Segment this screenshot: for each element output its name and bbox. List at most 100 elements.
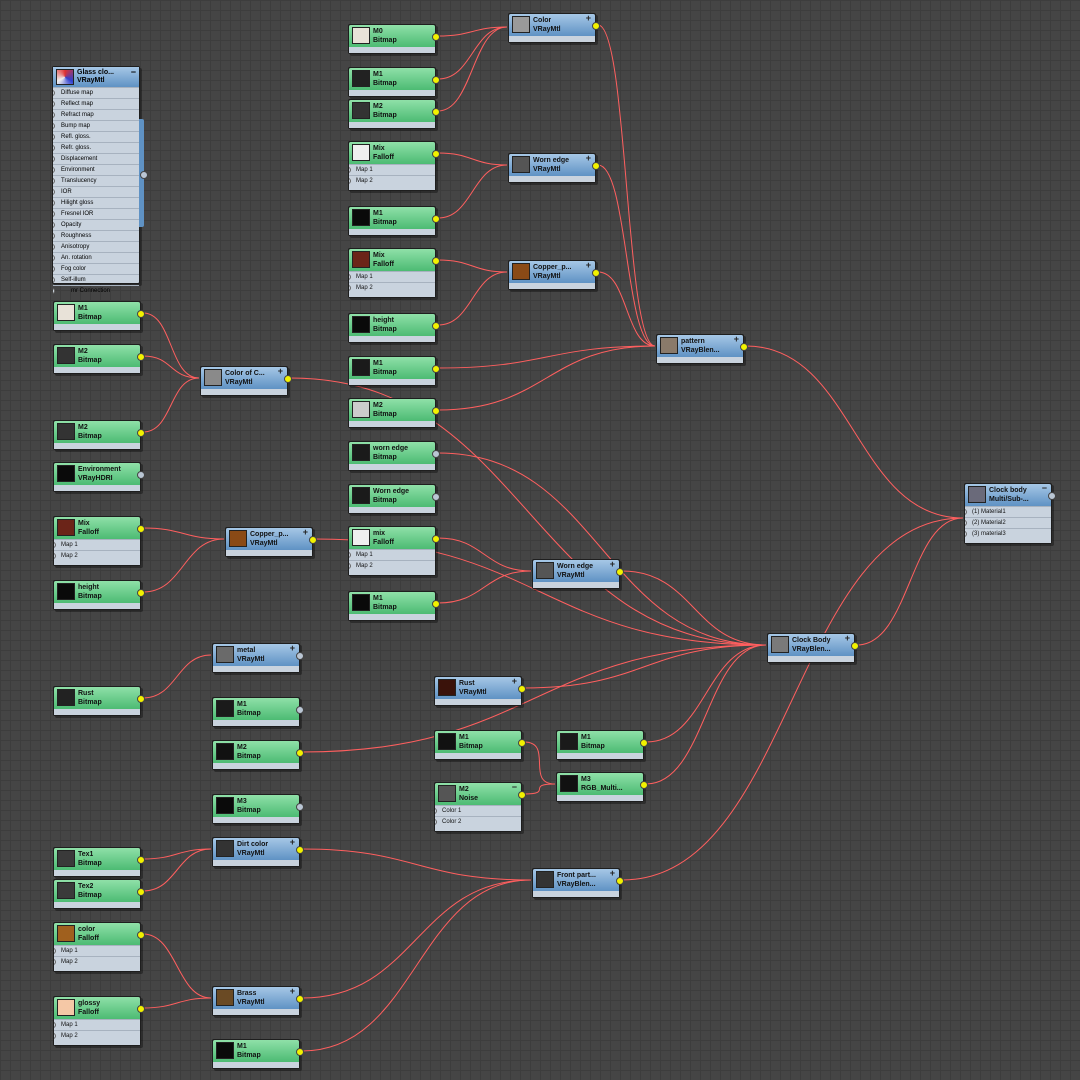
output-socket[interactable] xyxy=(296,803,304,811)
connection-wire-n2-n14[interactable] xyxy=(437,26,508,80)
expand-icon[interactable]: + xyxy=(511,676,517,686)
connection-wire-n42-n44[interactable] xyxy=(142,933,212,999)
output-socket[interactable] xyxy=(137,931,145,939)
expand-icon[interactable]: + xyxy=(289,837,295,847)
input-slot[interactable]: IOR xyxy=(53,186,139,197)
connection-wire-n15-n17[interactable] xyxy=(597,164,656,347)
output-socket[interactable] xyxy=(640,781,648,789)
collapse-icon[interactable]: − xyxy=(1041,483,1047,493)
input-slot[interactable]: Environment xyxy=(53,164,139,175)
collapse-icon[interactable]: − xyxy=(511,782,517,792)
output-socket[interactable] xyxy=(137,471,145,479)
input-socket[interactable] xyxy=(54,542,56,548)
input-slot[interactable]: (1) Material1 xyxy=(965,506,1051,517)
input-slot[interactable]: Map 2 xyxy=(54,550,140,561)
output-socket[interactable] xyxy=(432,322,440,330)
output-socket[interactable] xyxy=(432,33,440,41)
connection-wire-n3-n14[interactable] xyxy=(437,26,508,112)
input-socket[interactable] xyxy=(53,178,55,184)
output-socket[interactable] xyxy=(296,652,304,660)
connection-wire-n14-n17[interactable] xyxy=(597,24,656,347)
input-slot[interactable]: Color 2 xyxy=(435,816,521,827)
input-slot[interactable]: Opacity xyxy=(53,219,139,230)
input-socket[interactable] xyxy=(965,509,967,515)
connection-wire-n44-n46[interactable] xyxy=(301,879,532,999)
node-header[interactable]: Front part...VRayBlen...+ xyxy=(533,869,619,891)
input-socket[interactable] xyxy=(349,563,351,569)
output-socket[interactable] xyxy=(518,739,526,747)
input-socket[interactable] xyxy=(54,948,56,954)
input-socket[interactable] xyxy=(53,123,55,129)
output-socket[interactable] xyxy=(1048,492,1056,500)
connection-wire-n10-n28[interactable] xyxy=(437,452,767,646)
output-socket[interactable] xyxy=(137,1005,145,1013)
input-socket[interactable] xyxy=(53,277,55,283)
input-socket[interactable] xyxy=(53,200,55,206)
input-socket[interactable] xyxy=(53,145,55,151)
input-slot[interactable]: Refract map xyxy=(53,109,139,120)
output-socket[interactable] xyxy=(432,535,440,543)
output-socket[interactable] xyxy=(296,995,304,1003)
glass-node-header[interactable]: Glass clo... VRayMtl − xyxy=(53,67,139,87)
connection-wire-n7-n16[interactable] xyxy=(437,271,508,326)
expand-icon[interactable]: + xyxy=(609,868,615,878)
output-socket[interactable] xyxy=(432,150,440,158)
output-socket[interactable] xyxy=(137,695,145,703)
output-socket[interactable] xyxy=(851,642,859,650)
input-slot[interactable]: Displacement xyxy=(53,153,139,164)
input-slot[interactable]: Map 2 xyxy=(349,560,435,571)
input-socket[interactable] xyxy=(53,189,55,195)
output-socket[interactable] xyxy=(616,568,624,576)
input-slot[interactable]: Map 1 xyxy=(54,1019,140,1030)
input-socket[interactable] xyxy=(53,211,55,217)
output-socket[interactable] xyxy=(137,310,145,318)
input-slot[interactable]: Translucency xyxy=(53,175,139,186)
output-socket[interactable] xyxy=(432,407,440,415)
connection-wire-n40-n41[interactable] xyxy=(142,848,212,892)
input-slot[interactable]: Self-illum xyxy=(53,274,139,285)
connection-wire-n18-n24[interactable] xyxy=(142,312,200,379)
input-socket[interactable] xyxy=(349,285,351,291)
connection-wire-n38-n28[interactable] xyxy=(645,644,767,785)
connection-wire-n45-n46[interactable] xyxy=(301,879,532,1052)
output-socket[interactable] xyxy=(432,450,440,458)
input-slot[interactable]: Refr. gloss. xyxy=(53,142,139,153)
expand-icon[interactable]: + xyxy=(844,633,850,643)
input-slot[interactable]: Anisotropy xyxy=(53,241,139,252)
expand-icon[interactable]: + xyxy=(585,260,591,270)
